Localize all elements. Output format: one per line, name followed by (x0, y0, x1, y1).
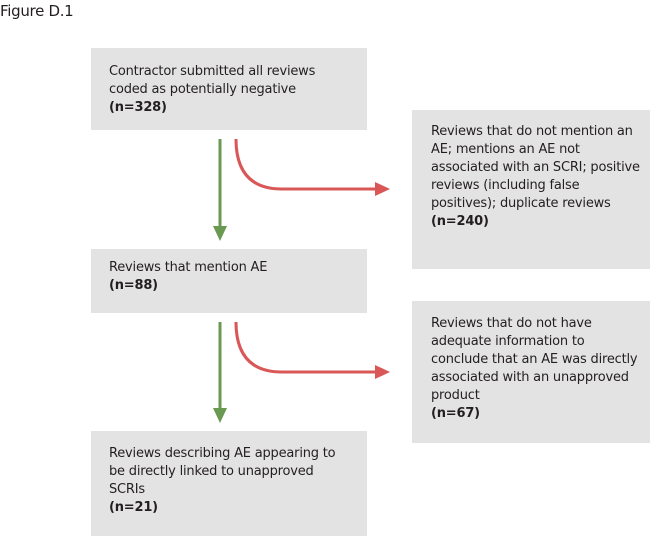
step-box-submitted: Contractor submitted all reviews coded a… (91, 48, 367, 130)
include-arrow-1 (213, 139, 227, 241)
step-box-mention-ae: Reviews that mention AE (n=88) (91, 249, 367, 313)
exclusion-count: (n=67) (431, 406, 480, 421)
exclusion-box-1: Reviews that do not mention an AE; menti… (412, 110, 650, 269)
figure-title: Figure D.1 (0, 2, 74, 20)
step-text: Contractor submitted all reviews coded a… (109, 64, 316, 97)
step-count: (n=328) (109, 100, 167, 115)
exclusion-text: Reviews that do not mention an AE; menti… (431, 124, 640, 211)
exclude-arrow-1 (234, 138, 390, 196)
exclusion-box-2: Reviews that do not have adequate inform… (412, 301, 650, 443)
include-arrow-2 (213, 322, 227, 423)
exclusion-text: Reviews that do not have adequate inform… (431, 316, 638, 403)
step-text: Reviews describing AE appearing to be di… (109, 446, 336, 497)
step-text: Reviews that mention AE (109, 260, 268, 275)
step-count: (n=88) (109, 278, 158, 293)
step-box-linked-scri: Reviews describing AE appearing to be di… (91, 431, 367, 536)
exclude-arrow-2 (234, 321, 390, 379)
step-count: (n=21) (109, 500, 158, 515)
exclusion-count: (n=240) (431, 214, 489, 229)
